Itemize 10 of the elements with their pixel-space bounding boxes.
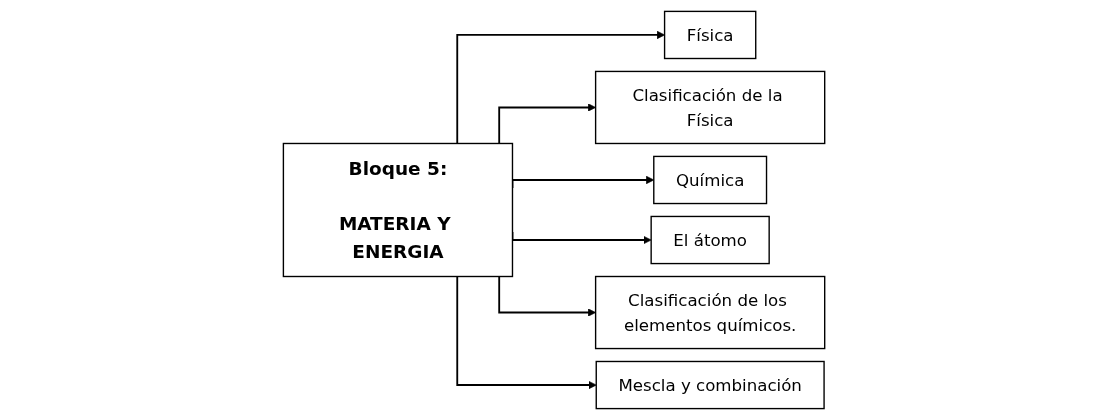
arrow [498,275,597,317]
node-box: Bloque 5: MATERIA Y ENERGIA [283,142,514,278]
arrow [456,30,666,145]
node-box: Clasificación de la Física [595,70,826,145]
node-box: Química [653,155,768,205]
node-box: Mescla y combinación [596,360,826,410]
node-box: Clasificación de los elementos químicos. [595,275,826,350]
arrow [498,103,597,145]
node-box: Física [664,10,757,60]
node-box: El átomo [650,215,771,265]
